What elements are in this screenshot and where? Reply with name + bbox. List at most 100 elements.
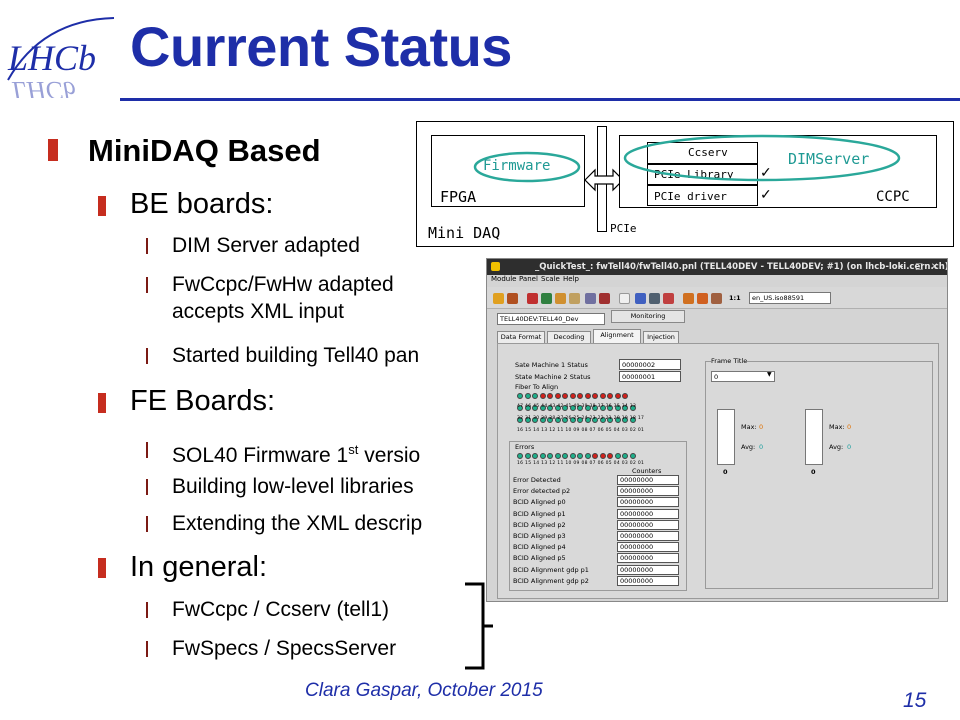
title-rule [120, 98, 960, 101]
counter-value: 00000000 [617, 497, 679, 508]
fiber-led [569, 417, 576, 423]
fiber-led [562, 417, 568, 423]
bullet-marker [146, 348, 148, 364]
fiber-led [562, 405, 568, 411]
monitoring-button[interactable]: Monitoring [611, 310, 685, 323]
tab-decoding[interactable]: Decoding [547, 331, 591, 344]
fiber-led [607, 417, 613, 423]
error-led [599, 453, 606, 459]
fiber-led [562, 393, 568, 399]
zoom-in-icon[interactable] [683, 293, 694, 304]
pcie-driver-box [647, 185, 758, 206]
fiber-led [524, 393, 531, 399]
fpga-box [431, 135, 585, 207]
fiber-led [569, 393, 576, 399]
locale-select[interactable]: en_US.iso88591 [749, 292, 831, 304]
print-icon[interactable] [585, 293, 596, 304]
ccserv-box [647, 142, 758, 164]
fiber-led [614, 405, 621, 411]
grouping-bracket [465, 582, 493, 670]
fiber-led [539, 405, 546, 411]
fpga-label: FPGA [440, 188, 477, 206]
window-titlebar: _QuickTest_: fwTell40/fwTell40.pnl (TELL… [487, 259, 947, 275]
menu-help[interactable]: Help [563, 275, 579, 283]
zoom-fit-icon[interactable] [711, 293, 722, 304]
led-numbers-row-2: 32 31 30 29 28 27 26 25 24 23 22 21 20 1… [517, 416, 645, 421]
open-icon[interactable] [493, 293, 504, 304]
pcie-label: PCIe [610, 222, 637, 235]
svg-text:LHCb: LHCb [11, 76, 76, 98]
bullet-marker [146, 442, 148, 458]
be-item-dim-server: DIM Server adapted [172, 234, 360, 257]
bullet-marker [98, 196, 106, 216]
fiber-led [569, 405, 576, 411]
minimize-icon[interactable]: – [899, 262, 904, 272]
minidaq-label: Mini DAQ [428, 224, 501, 242]
errors-frame [509, 441, 687, 591]
close-icon[interactable]: ✕ [931, 262, 939, 272]
maximize-icon[interactable]: □ [915, 262, 924, 272]
move-icon[interactable] [635, 293, 646, 304]
errors-led-numbers: 16 15 14 13 12 11 10 09 08 07 06 05 04 0… [517, 461, 645, 466]
tab-alignment[interactable]: Alignment [593, 329, 641, 344]
panel-icon[interactable] [569, 293, 580, 304]
gear-icon[interactable] [527, 293, 538, 304]
counter-label: BCID Aligned p2 [513, 520, 566, 529]
be-item-tell40: Started building Tell40 pan [172, 344, 420, 367]
error-led [569, 453, 576, 459]
firmware-label: Firmware [483, 158, 551, 174]
cursor-icon[interactable] [619, 293, 630, 304]
fiber-led [584, 393, 591, 399]
fiber-led [622, 405, 628, 411]
menu-panel[interactable]: Panel [519, 275, 538, 283]
app-icon [491, 262, 500, 271]
bullet-general: In general: [130, 551, 268, 583]
error-led [584, 453, 591, 459]
save-icon[interactable] [507, 293, 518, 304]
fiber-led [532, 405, 538, 411]
rotate-icon[interactable] [663, 293, 674, 304]
slide-footer: Clara Gaspar, October 2015 [305, 680, 543, 701]
error-led [607, 453, 613, 459]
fiber-led [554, 417, 561, 423]
fiber-led [592, 417, 598, 423]
fiber-led [599, 417, 606, 423]
error-led [554, 453, 561, 459]
counter-label: BCID Aligned p4 [513, 543, 566, 552]
zoom-out-icon[interactable] [697, 293, 708, 304]
gauge-right [805, 409, 823, 465]
fiber-led [539, 393, 546, 399]
error-led [614, 453, 621, 459]
chevron-down-icon[interactable]: ▼ [767, 371, 772, 378]
general-item-ccserv: FwCcpc / Ccserv (tell1) [172, 598, 390, 621]
bullet-marker [146, 479, 148, 495]
module-icon[interactable] [541, 293, 552, 304]
menu-scale[interactable]: Scale [541, 275, 560, 283]
stop-icon[interactable] [599, 293, 610, 304]
fe-item-xml: Extending the XML descrip [172, 512, 423, 535]
max-label-left: Max: [741, 423, 757, 431]
alignment-tab-panel [497, 343, 939, 599]
bullet-marker [146, 641, 148, 657]
gauge-right-zero: 0 [811, 468, 816, 476]
fiber-led [554, 393, 561, 399]
menu-module[interactable]: Module [491, 275, 517, 283]
error-led [622, 453, 628, 459]
counter-value: 00000000 [617, 519, 679, 530]
counter-value: 00000000 [617, 531, 679, 541]
counter-value: 00000000 [617, 553, 679, 564]
counter-label: BCID Aligned p3 [513, 532, 566, 540]
bullet-marker [146, 277, 148, 293]
device-select[interactable]: TELL40DEV:TELL40_Dev [497, 313, 605, 325]
fiber-led [517, 417, 523, 423]
scale-icon[interactable] [649, 293, 660, 304]
general-item-specs: FwSpecs / SpecsServer [172, 637, 397, 660]
ccserv-label: Ccserv [688, 146, 728, 159]
frame-select[interactable]: 0 [711, 371, 775, 382]
zoom-level[interactable]: 1:1 [729, 294, 741, 302]
fiber-led [622, 417, 628, 423]
dimserver-label: DIMServer [788, 150, 870, 168]
counters-label: Counters [632, 467, 662, 475]
quicktest-panel-window: _QuickTest_: fwTell40/fwTell40.pnl (TELL… [486, 258, 948, 602]
lock-icon[interactable] [555, 293, 566, 304]
